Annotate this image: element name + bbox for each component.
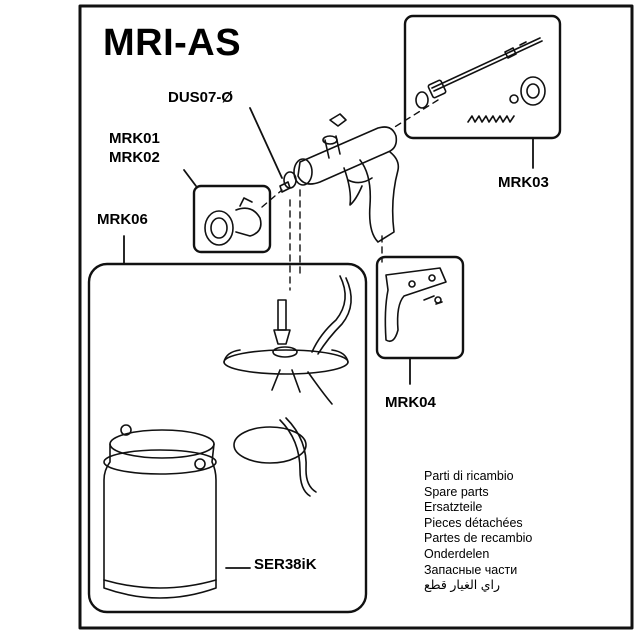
mrk06-inset [87,262,368,614]
label-mrk02: MRK02 [109,149,160,166]
mrk03-inset [403,14,562,140]
paint-cup [103,424,217,599]
legend-line: Onderdelen [424,546,490,561]
label-dus07: DUS07-Ø [168,89,234,106]
legend-line: Pieces détachées [424,515,523,530]
label-mrk06: MRK06 [97,211,148,228]
diagram-title: MRI-AS [103,22,242,64]
legend-line: Запасные части [424,562,518,577]
mrk01-02-inset [192,184,272,254]
legend-line: Ersatzteile [424,500,483,515]
label-ser38ik: SER38iK [254,556,317,573]
dus07-leader [249,107,283,179]
legend-line: Spare parts [424,484,489,499]
mrk01-leader [183,169,197,187]
label-mrk04: MRK04 [385,394,436,411]
legend-line: Parti di ricambio [424,469,514,483]
mrk04-inset [375,255,465,360]
outer-frame [78,4,634,630]
legend-line: راي الغيار قطع [424,578,501,593]
legend-line: Partes de recambio [424,531,533,546]
spare-parts-legend: Parti di ricambio Spare parts Ersatzteil… [424,469,532,594]
label-mrk01: MRK01 [109,130,160,147]
assembly-lines [261,99,439,291]
spray-gun-body [279,113,400,243]
cup-lid-assembly [223,275,352,497]
label-mrk03: MRK03 [498,174,549,191]
